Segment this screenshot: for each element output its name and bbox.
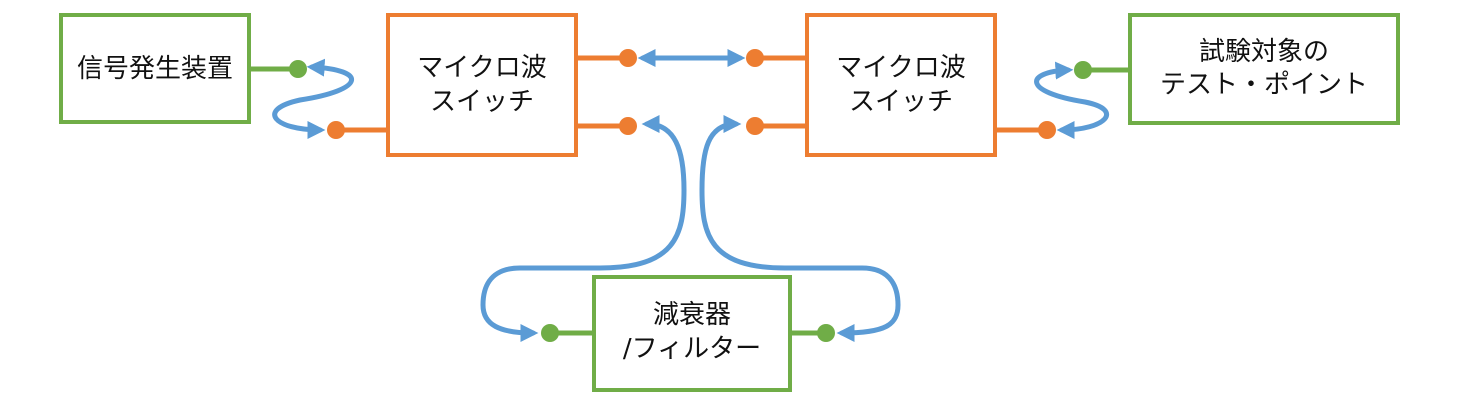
switch-left-label-line2: スイッチ	[430, 87, 534, 117]
attenuator-left-port-dot	[541, 324, 559, 342]
attenuator-right-port-dot	[817, 324, 835, 342]
switch-right-input-a-dot	[746, 49, 764, 67]
cable-switch-right-to-attenuator	[699, 115, 901, 342]
attenuator-label-line2: /フィルター	[623, 334, 761, 364]
attenuator-label-line1: 減衰器	[653, 300, 731, 330]
switch-left-input-dot	[327, 121, 345, 139]
microwave-switch-right-block: マイクロ波 スイッチ	[805, 13, 997, 157]
test-point-label-line1: 試験対象の	[1199, 37, 1329, 67]
switch-right-label-line1: マイクロ波	[836, 53, 965, 83]
attenuator-filter-block: 減衰器 /フィルター	[592, 275, 792, 392]
test-point-block: 試験対象の テスト・ポイント	[1128, 13, 1400, 125]
cable-generator-to-switch	[272, 58, 354, 139]
switch-left-output-a-dot	[619, 49, 637, 67]
test-point-port-dot	[1074, 61, 1092, 79]
switch-right-input-b-dot	[746, 117, 764, 135]
cable-switch-left-to-attenuator	[480, 115, 687, 342]
switch-right-output-dot	[1038, 121, 1056, 139]
switch-right-label-line2: スイッチ	[849, 87, 953, 117]
switch-left-label-line1: マイクロ波	[417, 53, 546, 83]
test-point-label-line2: テスト・ポイント	[1160, 70, 1368, 100]
signal-generator-label: 信号発生装置	[77, 54, 233, 84]
cable-switch-to-test-point	[1034, 61, 1110, 139]
signal-generator-port-dot	[289, 60, 307, 78]
microwave-switch-left-block: マイクロ波 スイッチ	[386, 13, 578, 157]
switch-left-output-b-dot	[619, 117, 637, 135]
signal-generator-block: 信号発生装置	[59, 13, 251, 124]
